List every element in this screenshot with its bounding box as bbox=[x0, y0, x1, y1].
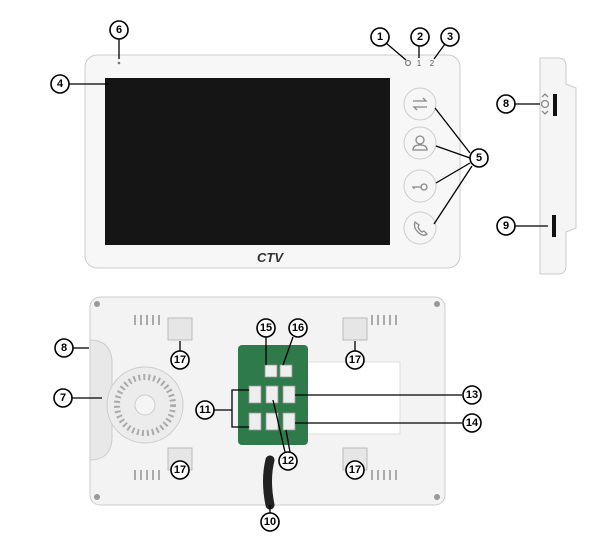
callout-4: 4 bbox=[50, 74, 70, 94]
cable bbox=[263, 455, 275, 510]
callout-9: 9 bbox=[496, 216, 516, 236]
connector-board bbox=[238, 345, 308, 445]
logo: CTV bbox=[257, 250, 284, 265]
callout-14: 14 bbox=[462, 413, 482, 433]
callout-3: 3 bbox=[440, 27, 460, 47]
screen bbox=[105, 78, 390, 245]
switch-button[interactable] bbox=[403, 87, 437, 121]
svg-text:15: 15 bbox=[260, 322, 272, 334]
callout-17: 17 bbox=[345, 460, 365, 480]
svg-text:9: 9 bbox=[503, 220, 509, 232]
callout-6: 6 bbox=[109, 20, 129, 40]
svg-text:7: 7 bbox=[60, 392, 66, 404]
svg-text:14: 14 bbox=[466, 417, 479, 429]
svg-text:3: 3 bbox=[447, 31, 453, 43]
callout-13: 13 bbox=[462, 385, 482, 405]
svg-text:5: 5 bbox=[476, 152, 482, 164]
svg-text:17: 17 bbox=[349, 354, 361, 366]
settings-joystick-icon[interactable] bbox=[540, 93, 550, 115]
back-panel bbox=[89, 296, 446, 510]
key-icon bbox=[412, 183, 428, 191]
callout-8-side: 8 bbox=[496, 94, 516, 114]
svg-text:8: 8 bbox=[503, 98, 509, 110]
svg-text:16: 16 bbox=[292, 322, 304, 334]
svg-text:6: 6 bbox=[116, 24, 122, 36]
led-label-1: 1 bbox=[417, 59, 422, 68]
callout-12: 12 bbox=[278, 451, 298, 471]
callout-8-back: 8 bbox=[54, 338, 74, 358]
sd-card-slot[interactable] bbox=[552, 215, 556, 237]
unlock-button[interactable] bbox=[403, 169, 437, 203]
led-label-2: 2 bbox=[430, 59, 435, 68]
side-view bbox=[539, 57, 577, 275]
speaker-grille bbox=[106, 366, 184, 444]
callout-10: 10 bbox=[260, 512, 280, 532]
callout-1: 1 bbox=[370, 27, 390, 47]
callout-16: 16 bbox=[288, 318, 308, 338]
callout-17: 17 bbox=[170, 350, 190, 370]
callout-17: 17 bbox=[170, 460, 190, 480]
joystick[interactable] bbox=[553, 94, 557, 116]
svg-text:17: 17 bbox=[174, 354, 186, 366]
power-led-icon bbox=[404, 59, 412, 67]
svg-text:13: 13 bbox=[466, 389, 478, 401]
callout-5: 5 bbox=[469, 148, 489, 168]
svg-text:17: 17 bbox=[349, 464, 361, 476]
front-panel: CTV 1 2 bbox=[84, 54, 461, 269]
callout-7: 7 bbox=[53, 388, 73, 408]
svg-text:11: 11 bbox=[199, 404, 211, 416]
callout-2: 2 bbox=[410, 27, 430, 47]
callout-11: 11 bbox=[195, 400, 215, 420]
switch-arrows-icon bbox=[412, 97, 428, 111]
call-button[interactable] bbox=[403, 211, 437, 245]
svg-text:17: 17 bbox=[174, 464, 186, 476]
svg-text:2: 2 bbox=[417, 31, 423, 43]
phone-handset-icon bbox=[413, 220, 428, 236]
svg-text:1: 1 bbox=[377, 31, 383, 43]
monitor-button[interactable] bbox=[403, 126, 437, 160]
callout-15: 15 bbox=[256, 318, 276, 338]
microphone-hole bbox=[117, 61, 121, 65]
user-icon bbox=[412, 135, 428, 151]
svg-text:12: 12 bbox=[282, 455, 294, 467]
callout-17: 17 bbox=[345, 350, 365, 370]
svg-text:4: 4 bbox=[57, 78, 64, 90]
svg-text:10: 10 bbox=[264, 516, 276, 528]
svg-text:8: 8 bbox=[61, 342, 67, 354]
